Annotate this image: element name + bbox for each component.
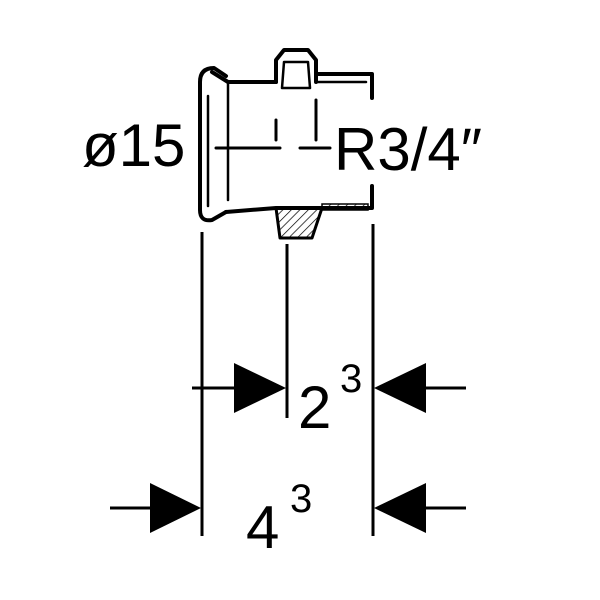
press-sleeve-outline <box>198 66 228 223</box>
dimension-inner: 2 3 <box>192 357 466 441</box>
extension-lines <box>200 224 375 536</box>
dimension-outer-arrow-left <box>150 483 201 533</box>
dimension-inner-arrow-left <box>234 363 286 413</box>
dimension-inner-value: 2 <box>298 374 331 441</box>
dimension-outer-arrow-right <box>374 483 426 533</box>
hatched-section <box>274 206 324 240</box>
hexagon-nut <box>274 48 318 84</box>
hexagon-detail <box>280 60 312 90</box>
dimension-inner-superscript: 3 <box>340 357 362 401</box>
inner-step-lines <box>274 98 318 142</box>
dimension-outer-superscript: 3 <box>290 477 312 521</box>
thread-size-label: R3/4″ <box>334 116 482 183</box>
dimension-outer-value: 4 <box>246 494 279 561</box>
dimension-inner-arrow-right <box>374 363 426 413</box>
dimension-outer: 4 3 <box>110 477 466 561</box>
diameter-label: ø15 <box>82 112 185 179</box>
thread-hatch-strip <box>321 203 369 211</box>
